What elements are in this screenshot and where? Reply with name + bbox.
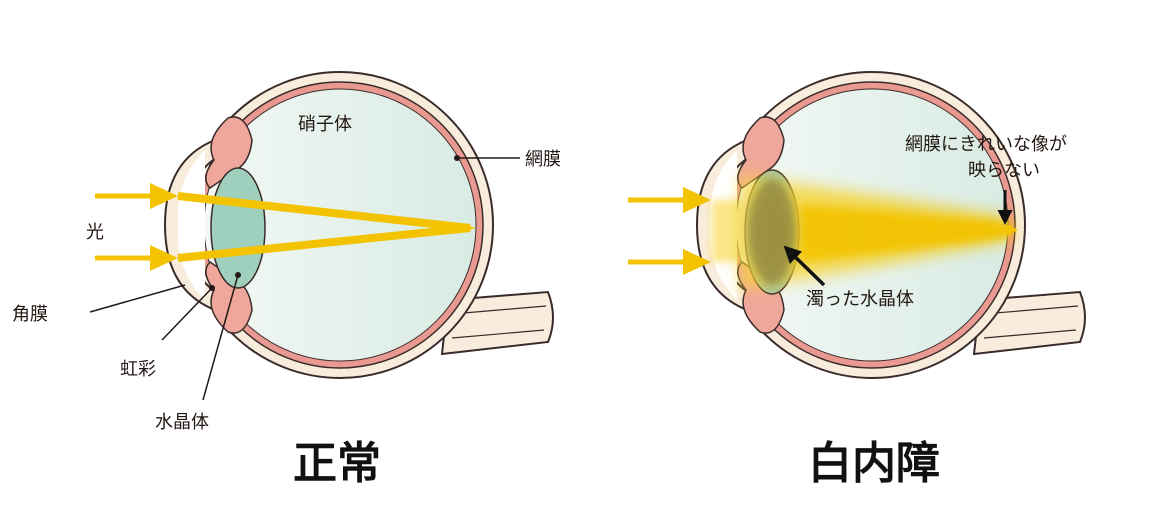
label-retina: 網膜 [525, 149, 561, 170]
label-retina-warning-2: 映らない [968, 160, 1040, 181]
light-rays [95, 183, 476, 271]
label-retina-warning-1: 網膜にきれいな像が [905, 134, 1067, 155]
label-iris: 虹彩 [120, 359, 156, 380]
normal-eye: 硝子体 網膜 光 角膜 虹彩 水晶体 正常 [12, 71, 561, 489]
title-normal: 正常 [293, 438, 381, 489]
label-light: 光 [86, 222, 104, 243]
leader-lines [89, 157, 520, 401]
cataract-eye: 網膜にきれいな像が 映らない 濁った水晶体 白内障 [628, 71, 1086, 489]
label-lens: 水晶体 [155, 412, 209, 433]
lens-arrow [783, 245, 826, 287]
label-cloudy-lens: 濁った水晶体 [806, 289, 914, 310]
title-cataract: 白内障 [808, 438, 940, 489]
lens [210, 167, 266, 289]
label-vitreous: 硝子体 [298, 114, 352, 135]
label-cornea: 角膜 [12, 304, 48, 325]
